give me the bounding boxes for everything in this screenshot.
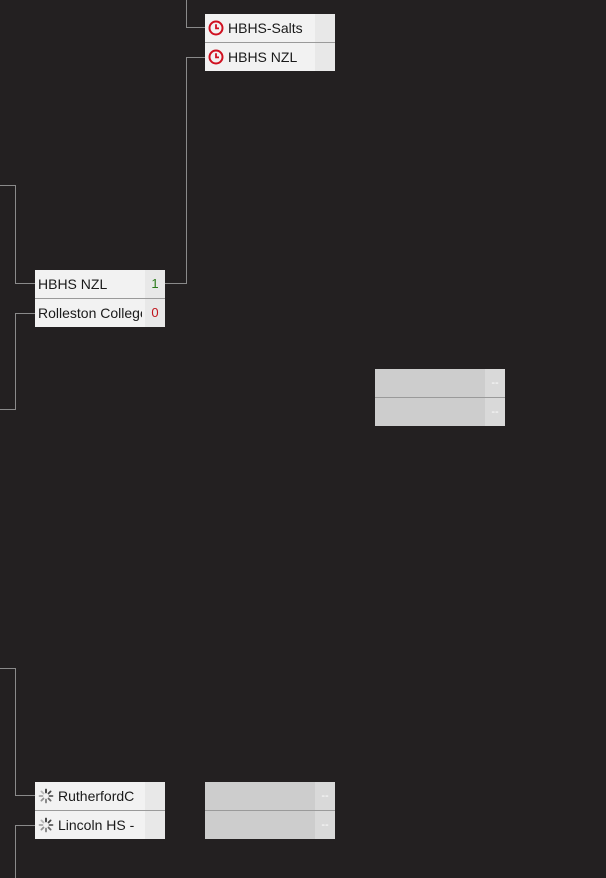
slot-divider [35,298,165,299]
match-slot-top[interactable]: HBHS NZL 1 [35,270,165,298]
connector-line [186,27,205,28]
team-score [315,43,335,71]
connector-line [0,668,16,669]
clock-icon [208,49,224,65]
team-score: -- [315,811,335,839]
connector-line [15,795,35,796]
slot-divider [375,397,505,398]
connector-line [15,185,16,284]
connector-line [186,57,205,58]
team-score [315,14,335,42]
connector-line [0,185,16,186]
team-name: Rolleston College [38,305,142,321]
connector-line [15,668,16,796]
match-lower-left[interactable]: RutherfordC Li [35,782,165,839]
loading-spinner-icon [38,788,54,804]
match-slot-bottom[interactable]: HBHS NZL [205,43,335,71]
team-score [145,811,165,839]
team-name: HBHS-Salts [228,20,303,36]
match-slot-top[interactable]: RutherfordC [35,782,165,810]
connector-line [15,313,16,410]
slot-divider [205,42,335,43]
team-score-loss: 0 [145,299,165,327]
team-name: RutherfordC [58,788,135,804]
match-slot-bottom-empty[interactable]: -- [205,811,335,839]
team-name: HBHS NZL [38,276,108,292]
connector-line [15,313,35,314]
match-lower-next[interactable]: -- -- [205,782,335,839]
match-final-tbd[interactable]: -- -- [375,369,505,426]
match-slot-top[interactable]: HBHS-Salts [205,14,335,42]
slot-divider [35,810,165,811]
match-slot-top-empty[interactable]: -- [205,782,335,810]
connector-line [15,283,35,284]
connector-line [15,825,16,878]
team-score-win: 1 [145,270,165,298]
connector-line [186,57,187,284]
loading-spinner-icon [38,817,54,833]
team-score [145,782,165,810]
team-score: -- [315,782,335,810]
connector-line [186,0,187,28]
clock-icon [208,20,224,36]
team-score: -- [485,369,505,397]
match-slot-bottom[interactable]: Lincoln HS - [35,811,165,839]
match-slot-bottom[interactable]: Rolleston College 0 [35,299,165,327]
match-hbhs-round[interactable]: HBHS-Salts HBHS NZL [205,14,335,71]
match-semi-left[interactable]: HBHS NZL 1 Rolleston College 0 [35,270,165,327]
slot-divider [205,810,335,811]
connector-line [15,825,35,826]
team-name: Lincoln HS - [58,817,135,833]
match-slot-bottom-empty[interactable]: -- [375,398,505,426]
connector-line [165,283,187,284]
team-score: -- [485,398,505,426]
match-slot-top-empty[interactable]: -- [375,369,505,397]
connector-line [0,409,16,410]
team-name: HBHS NZL [228,49,298,65]
